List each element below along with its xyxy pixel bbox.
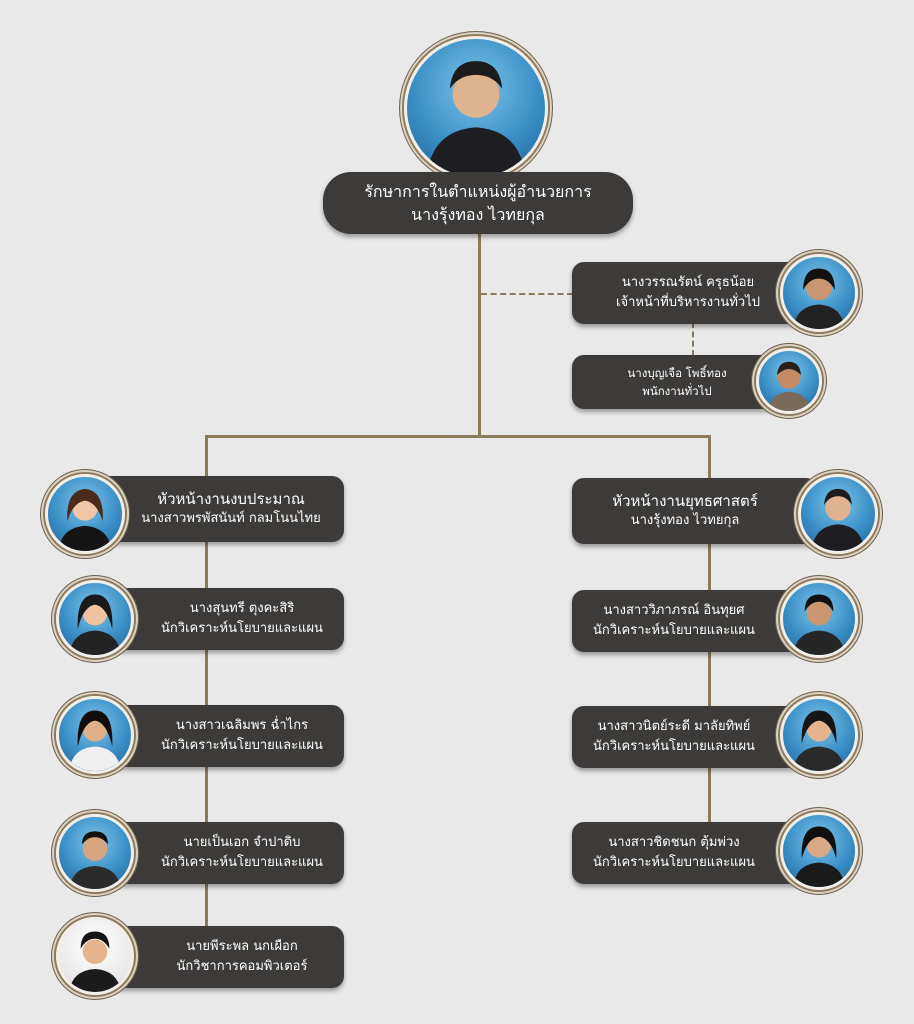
admin-staff-1-name: นางวรรณรัตน์ ครุธน้อย xyxy=(621,275,755,290)
admin-staff-2-name: นางบุญเจือ โพธิ์ทอง xyxy=(627,366,727,380)
person-photo-icon xyxy=(69,931,121,992)
strategy-member-card-1: นางสาววิภาภรณ์ อินทุยศ นักวิเคราะห์นโยบา… xyxy=(572,590,806,652)
connector-admin-dashed xyxy=(481,293,573,295)
budget-member-card-3: นายเป็นเอก จำปาดิบ นักวิเคราะห์นโยบายและ… xyxy=(110,822,344,884)
budget-member-card-2: นางสาวเฉลิมพร ฉ่ำไกร นักวิเคราะห์นโยบายแ… xyxy=(110,705,344,767)
connector-director-down xyxy=(478,232,481,438)
strategy-member-card-2: นางสาวนิตย์ระดี มาลัยทิพย์ นักวิเคราะห์น… xyxy=(572,706,806,768)
director-card: รักษาการในตำแหน่งผู้อำนวยการ นางรุ้งทอง … xyxy=(323,172,633,234)
budget-member-3-role: นักวิเคราะห์นโยบายและแผน xyxy=(161,855,323,870)
director-role: รักษาการในตำแหน่งผู้อำนวยการ xyxy=(364,182,592,201)
person-photo-icon xyxy=(767,361,811,411)
person-photo-icon xyxy=(58,488,112,551)
strategy-member-3-name: นางสาวชิดชนก ตุ้มพ่วง xyxy=(608,835,740,850)
director-avatar xyxy=(404,36,548,180)
budget-member-1-name: นางสุนทรี ตุงคะสิริ xyxy=(189,601,295,616)
budget-head-role: หัวหน้างานงบประมาณ xyxy=(157,490,305,508)
person-photo-icon xyxy=(811,488,865,551)
strategy-member-2-avatar xyxy=(780,696,858,774)
admin-staff-2-avatar xyxy=(756,348,822,414)
strategy-member-1-name: นางสาววิภาภรณ์ อินทุยศ xyxy=(603,603,745,618)
person-photo-icon xyxy=(793,594,845,655)
strategy-member-1-role: นักวิเคราะห์นโยบายและแผน xyxy=(593,623,755,638)
strategy-member-3-avatar xyxy=(780,812,858,890)
admin-staff-1-role: เจ้าหน้าที่บริหารงานทั่วไป xyxy=(616,295,760,310)
budget-head-name: นางสาวพรพัสนันท์ กลมโนนไทย xyxy=(141,511,321,526)
strategy-head-avatar xyxy=(798,474,878,554)
budget-member-4-name: นายพีระพล นกเผือก xyxy=(186,939,298,954)
budget-member-2-avatar xyxy=(56,696,134,774)
budget-member-4-role: นักวิชาการคอมพิวเตอร์ xyxy=(176,959,308,974)
admin-staff-card-2: นางบุญเจือ โพธิ์ทอง พนักงานทั่วไป xyxy=(572,355,782,409)
person-photo-icon xyxy=(69,710,121,771)
budget-member-4-avatar xyxy=(56,917,134,995)
admin-staff-2-role: พนักงานทั่วไป xyxy=(642,384,712,398)
strategy-member-card-3: นางสาวชิดชนก ตุ้มพ่วง นักวิเคราะห์นโยบาย… xyxy=(572,822,806,884)
person-photo-icon xyxy=(69,831,121,889)
connector-budget-down xyxy=(205,435,208,935)
strategy-member-2-name: นางสาวนิตย์ระดี มาลัยทิพย์ xyxy=(597,719,751,734)
strategy-head-card: หัวหน้างานยุทธศาสตร์ นางรุ้งทอง ไวทยกุล xyxy=(572,478,818,544)
budget-head-card: หัวหน้างานงบประมาณ นางสาวพรพัสนันท์ กลมโ… xyxy=(98,476,344,542)
budget-member-card-1: นางสุนทรี ตุงคะสิริ นักวิเคราะห์นโยบายแล… xyxy=(110,588,344,650)
person-photo-icon xyxy=(426,61,526,177)
strategy-member-1-avatar xyxy=(780,580,858,658)
strategy-member-2-role: นักวิเคราะห์นโยบายและแผน xyxy=(593,739,755,754)
budget-member-1-role: นักวิเคราะห์นโยบายและแผน xyxy=(161,621,323,636)
budget-member-2-role: นักวิเคราะห์นโยบายและแผน xyxy=(161,738,323,753)
strategy-head-name: นางรุ้งทอง ไวทยกุล xyxy=(630,513,740,528)
budget-member-3-name: นายเป็นเอก จำปาดิบ xyxy=(183,835,301,850)
budget-member-3-avatar xyxy=(56,814,134,892)
strategy-member-3-role: นักวิเคราะห์นโยบายและแผน xyxy=(593,855,755,870)
budget-head-avatar xyxy=(45,474,125,554)
budget-member-card-4: นายพีระพล นกเผือก นักวิชาการคอมพิวเตอร์ xyxy=(110,926,344,988)
admin-staff-1-avatar xyxy=(780,254,858,332)
person-photo-icon xyxy=(69,594,121,655)
admin-staff-card-1: นางวรรณรัตน์ ครุธน้อย เจ้าหน้าที่บริหารง… xyxy=(572,262,804,324)
person-photo-icon xyxy=(793,710,845,771)
connector-admin-staff-dashed xyxy=(692,322,694,356)
person-photo-icon xyxy=(793,268,845,329)
connector-branch-horizontal xyxy=(205,435,711,438)
budget-member-2-name: นางสาวเฉลิมพร ฉ่ำไกร xyxy=(175,718,309,733)
director-name: นางรุ้งทอง ไวทยกุล xyxy=(411,205,545,224)
person-photo-icon xyxy=(793,826,845,887)
budget-member-1-avatar xyxy=(56,580,134,658)
strategy-head-role: หัวหน้างานยุทธศาสตร์ xyxy=(612,492,758,510)
